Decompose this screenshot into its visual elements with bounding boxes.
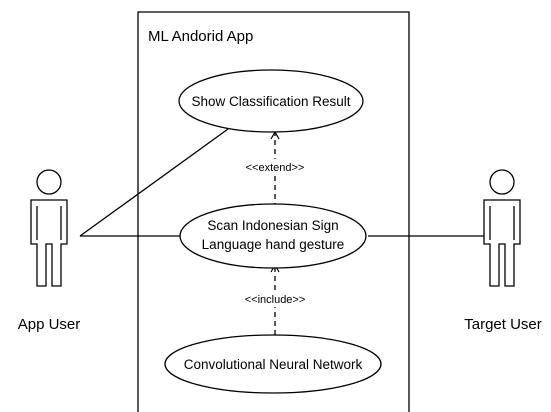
actor-label: App User — [18, 316, 81, 333]
extend-label-bg — [234, 159, 316, 175]
actor-icon — [483, 169, 521, 287]
actor-target-user: Target User — [464, 169, 542, 333]
use-case-label-line1: Scan Indonesian Sign — [207, 218, 338, 233]
use-case-scan-gesture: Scan Indonesian Sign Language hand gestu… — [179, 203, 367, 269]
include-label-bg — [234, 291, 316, 307]
extend-label: <<extend>> — [246, 162, 305, 174]
use-case-label-line2: Language hand gesture — [202, 237, 345, 252]
use-case-label: Show Classification Result — [191, 94, 350, 109]
use-case-cnn: Convolutional Neural Network — [164, 334, 382, 394]
system-boundary: ML Andorid App — [137, 11, 410, 412]
actor-icon — [30, 169, 68, 287]
association-appuser-showresult — [79, 128, 229, 237]
system-title: ML Andorid App — [148, 28, 253, 45]
actor-app-user: App User — [18, 169, 81, 333]
actor-label: Target User — [464, 316, 542, 333]
use-case-show-classification-result: Show Classification Result — [178, 69, 364, 133]
include-label: <<include>> — [245, 294, 306, 306]
use-case-label: Convolutional Neural Network — [184, 357, 363, 372]
